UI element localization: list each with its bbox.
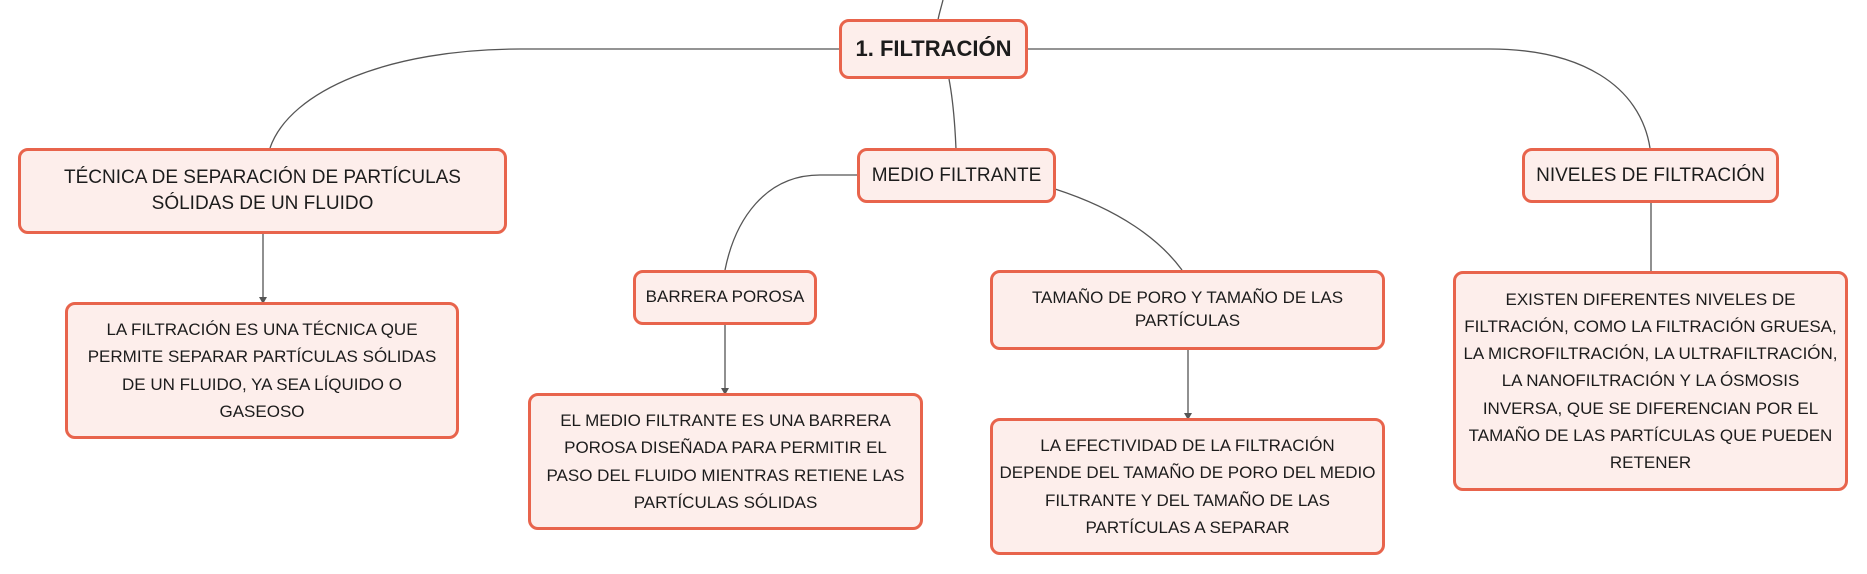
connector-medio-to-tamano <box>1054 188 1183 271</box>
connector-incoming <box>937 0 944 21</box>
subtopic-label: BARRERA POROSA <box>645 287 805 307</box>
detail-node-niveles[interactable]: EXISTEN DIFERENTES NIVELES DE FILTRACIÓN… <box>1453 271 1848 491</box>
topic-label: TÉCNICA DE SEPARACIÓN DE PARTÍCULAS SÓLI… <box>64 167 461 214</box>
root-label: 1. FILTRACIÓN <box>855 36 1012 62</box>
connector-medio-to-barrera <box>724 174 858 271</box>
arrowhead-barrera-detail <box>721 388 729 395</box>
subtopic-node-tamano-poro[interactable]: TAMAÑO DE PORO Y TAMAÑO DE LAS PARTÍCULA… <box>990 270 1385 350</box>
subtopic-label: TAMAÑO DE PORO Y TAMAÑO DE LAS PARTÍCULA… <box>1031 288 1344 330</box>
topic-label: MEDIO FILTRANTE <box>871 164 1042 186</box>
detail-text: EL MEDIO FILTRANTE ES UNA BARRERA POROSA… <box>546 411 905 512</box>
detail-node-tecnica[interactable]: LA FILTRACIÓN ES UNA TÉCNICA QUE PERMITE… <box>65 302 459 439</box>
detail-text: EXISTEN DIFERENTES NIVELES DE FILTRACIÓN… <box>1463 289 1838 472</box>
topic-node-medio-filtrante[interactable]: MEDIO FILTRANTE <box>857 148 1056 203</box>
connector-root-to-niveles <box>1027 48 1651 149</box>
detail-node-barrera[interactable]: EL MEDIO FILTRANTE ES UNA BARRERA POROSA… <box>528 393 923 530</box>
detail-text: LA EFECTIVIDAD DE LA FILTRACIÓN DEPENDE … <box>999 436 1376 537</box>
detail-text: LA FILTRACIÓN ES UNA TÉCNICA QUE PERMITE… <box>87 320 437 421</box>
topic-label: NIVELES DE FILTRACIÓN <box>1536 164 1765 186</box>
arrowhead-tecnica-detail <box>259 297 267 304</box>
subtopic-node-barrera-porosa[interactable]: BARRERA POROSA <box>633 270 817 325</box>
connector-root-to-medio <box>948 78 957 150</box>
topic-node-tecnica[interactable]: TÉCNICA DE SEPARACIÓN DE PARTÍCULAS SÓLI… <box>18 148 507 234</box>
root-node[interactable]: 1. FILTRACIÓN <box>839 19 1028 79</box>
topic-node-niveles[interactable]: NIVELES DE FILTRACIÓN <box>1522 148 1779 203</box>
detail-node-tamano[interactable]: LA EFECTIVIDAD DE LA FILTRACIÓN DEPENDE … <box>990 418 1385 555</box>
connector-root-to-tecnica <box>269 48 842 149</box>
arrowhead-tamano-detail <box>1184 413 1192 420</box>
